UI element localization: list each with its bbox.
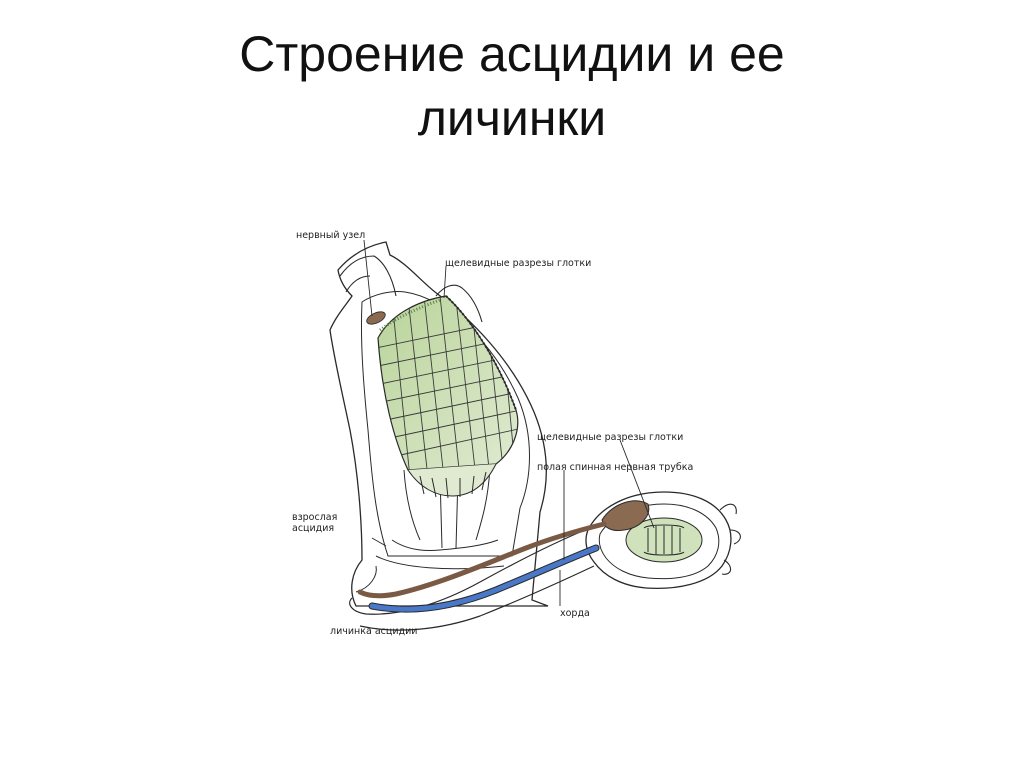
label-notochord: хорда (560, 608, 590, 619)
adult-base-folds (375, 539, 505, 570)
adult-ascidian (329, 241, 549, 607)
larva-pharynx (625, 517, 703, 563)
larva-trunk-outline (585, 491, 732, 590)
leader-lines (363, 239, 655, 606)
label-neural-tube: полая спинная нервная трубка (537, 462, 693, 473)
label-adult-line-2: асцидия (292, 523, 334, 534)
larva-body (349, 491, 741, 631)
larva-brain (601, 500, 650, 531)
title-line-1: Строение асцидии и ее (239, 26, 785, 82)
neural-tube (357, 521, 607, 599)
label-gill-slits-larva: щелевидные разрезы глотки (537, 432, 683, 443)
label-larva: личинка асцидии (330, 626, 417, 637)
title-line-2: личинки (417, 90, 607, 146)
adult-gut (407, 463, 497, 499)
nerve-ganglion (366, 311, 386, 325)
adult-tunic-outline (329, 241, 549, 607)
atrial-siphon (435, 284, 483, 323)
label-adult-line-1: взрослая (292, 512, 337, 523)
notochord (368, 544, 600, 613)
adult-mantle-line (360, 291, 530, 557)
pharynx-basket (377, 295, 519, 471)
adult-stalk (403, 467, 491, 549)
slide-title: Строение асцидии и ее личинки (0, 22, 1024, 150)
label-nerve-ganglion: нервный узел (296, 230, 365, 241)
label-gill-slits-adult: щелевидные разрезы глотки (445, 258, 591, 269)
larva-tail-fin (349, 527, 595, 631)
